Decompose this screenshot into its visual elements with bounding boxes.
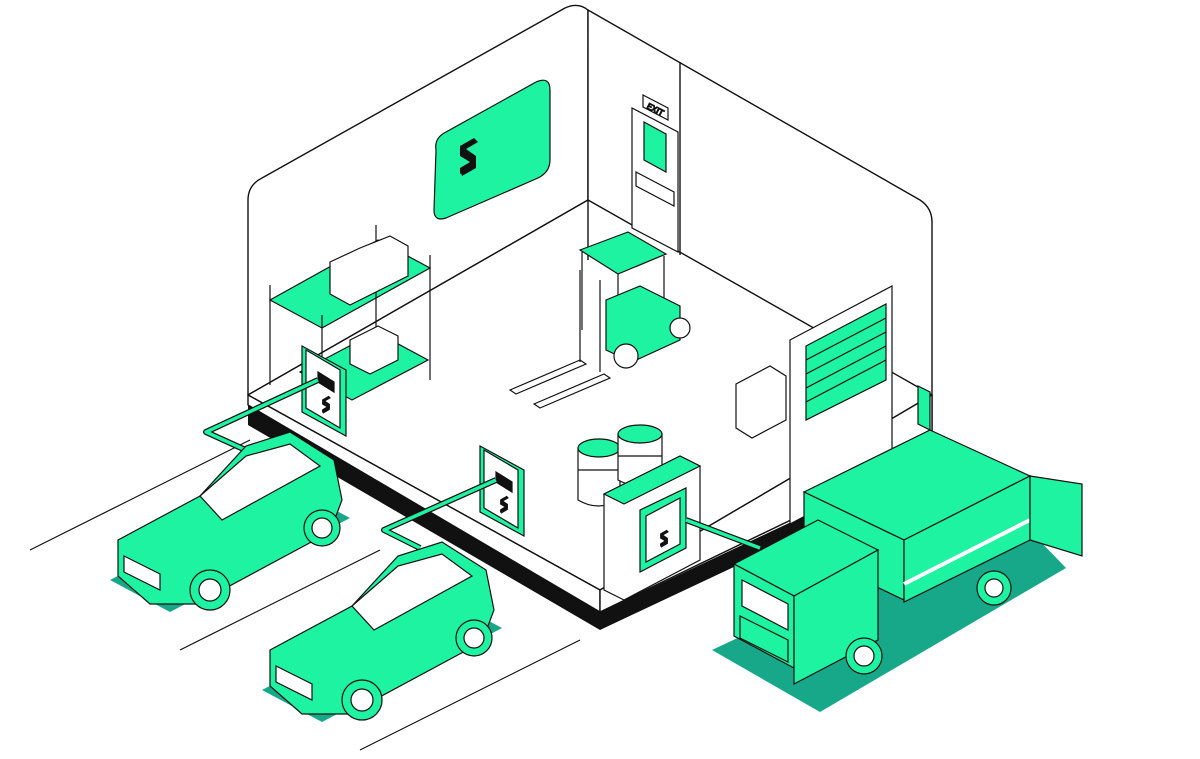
truck-icon — [712, 385, 1083, 712]
charger-station-3 — [602, 455, 702, 601]
box-icon — [329, 235, 409, 375]
car-icon — [262, 541, 502, 722]
car-icon — [110, 431, 350, 612]
charger-station-1 — [301, 344, 347, 438]
road-lines — [29, 439, 581, 751]
forklift-icon — [508, 231, 691, 409]
charger-station-2 — [479, 444, 525, 538]
brand-banner — [433, 79, 551, 220]
